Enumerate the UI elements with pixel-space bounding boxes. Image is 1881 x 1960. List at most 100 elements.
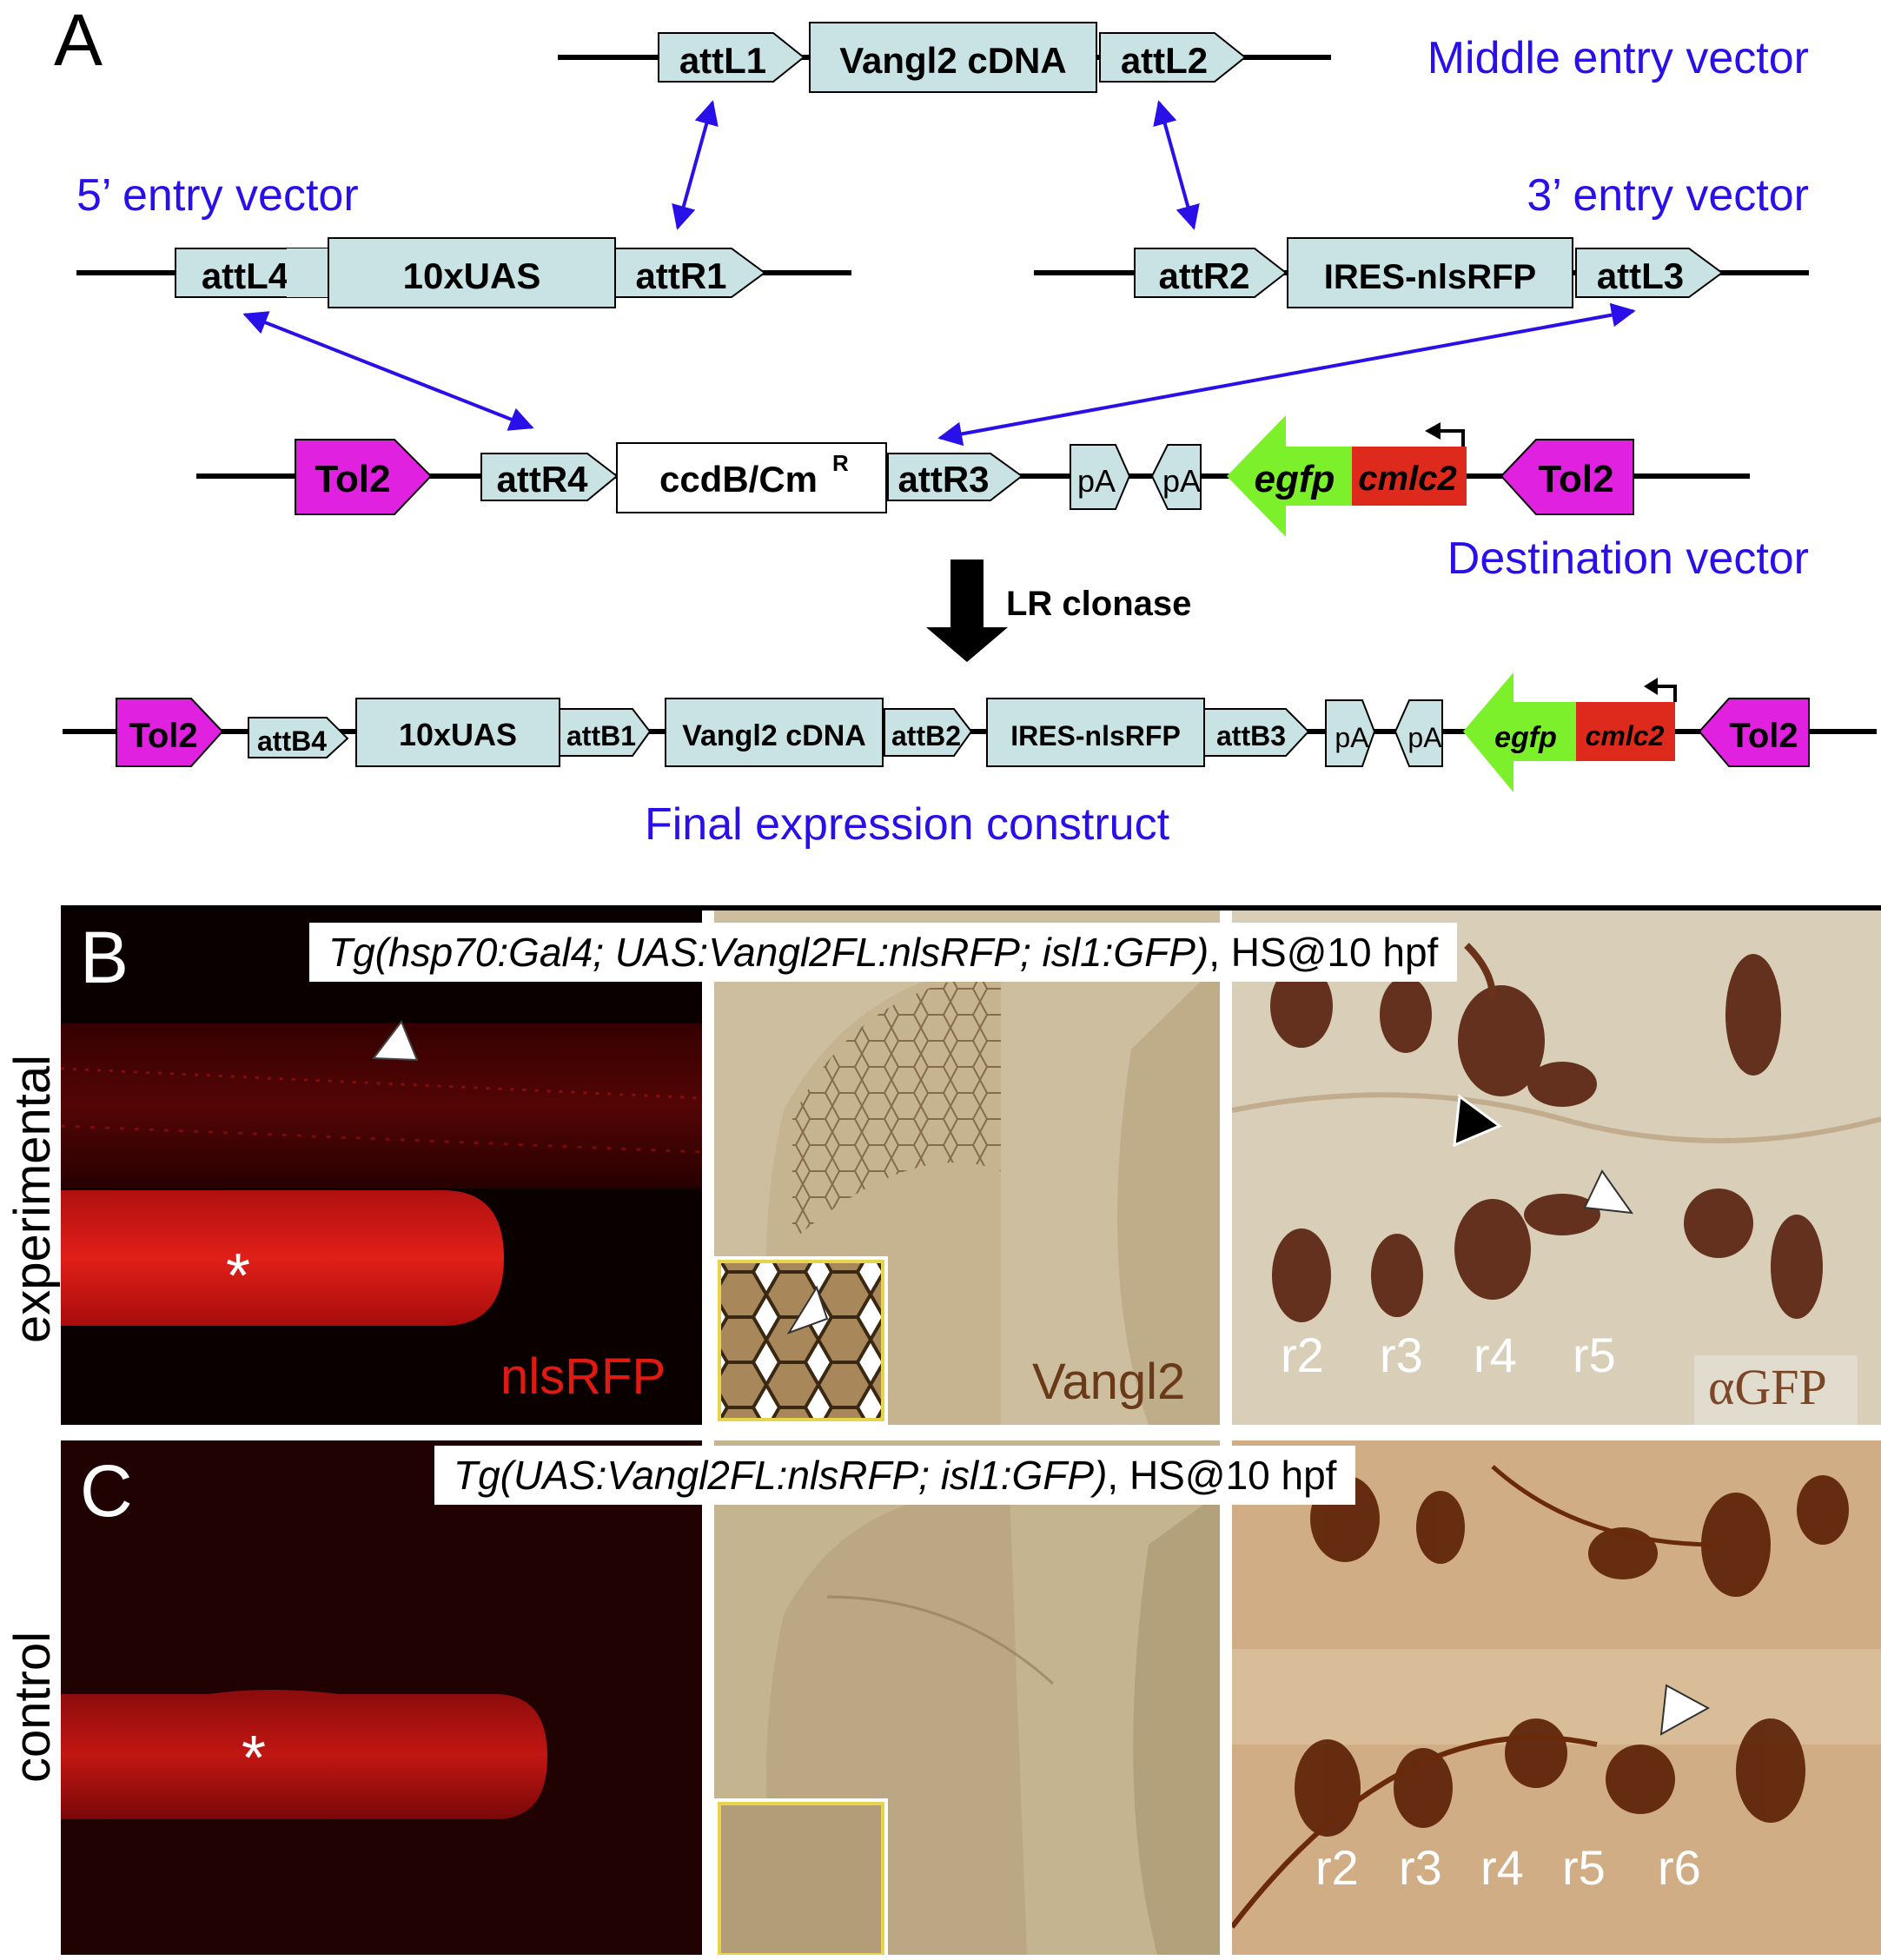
tol2-box (116, 698, 224, 767)
att-box (1134, 248, 1288, 298)
lr-clonase-arrow: LR clonase (926, 560, 1191, 662)
final-construct-title: Final expression construct (645, 799, 1170, 850)
vangl2-image-control (714, 1440, 1220, 1955)
promoter-arrowhead-icon (1644, 678, 1658, 695)
promoter-arrow-icon (1654, 685, 1677, 702)
mid-part-1: Vangl2 cDNA (839, 40, 1066, 81)
cm-superscript: R (832, 450, 849, 476)
att-box (614, 248, 766, 298)
agfp-label: αGFP (1708, 1359, 1827, 1415)
three-part-2: attL3 (1597, 255, 1684, 296)
rhombomere-label: r5 (1573, 1328, 1616, 1382)
gene-box (1287, 237, 1573, 308)
promoter-arrowhead-icon (1425, 422, 1441, 440)
final-part-9: pA (1407, 722, 1442, 753)
egfp-arrow (1227, 415, 1352, 537)
dest-part-1: attR4 (496, 459, 588, 500)
final-part-12: Tol2 (1729, 717, 1798, 755)
att-box (248, 717, 349, 758)
promoter-box (355, 698, 560, 767)
vangl2-label: Vangl2 (1032, 1354, 1186, 1410)
panel-c-condition: , HS@10 hpf (1107, 1453, 1337, 1498)
mid-part-2: attL2 (1121, 40, 1208, 81)
dest-part-2: ccdB/Cm (659, 459, 818, 500)
arrowhead-marker (1453, 1094, 1503, 1148)
gene-box (809, 22, 1097, 93)
final-part-0: Tol2 (129, 717, 197, 755)
arrowhead-marker (1583, 1169, 1634, 1215)
promoter-box (328, 237, 616, 308)
panel-b-caption: Tg(hsp70:Gal4; UAS:Vangl2FL:nlsRFP; isl1… (309, 923, 1458, 982)
five-prime-entry-title: 5’ entry vector (76, 170, 359, 221)
gene-box (986, 698, 1205, 767)
att-box (559, 708, 652, 757)
tol2-box (1698, 698, 1810, 767)
lr-clonase-label: LR clonase (1006, 585, 1191, 623)
final-part-3: attB1 (566, 720, 636, 752)
nlsrfp-image-control: * (61, 1440, 702, 1955)
destination-title: Destination vector (1447, 533, 1809, 584)
panel-divider (61, 905, 1881, 910)
rhombomere-label: r3 (1399, 1840, 1442, 1895)
five-part-0: attL4 (202, 255, 289, 296)
panel-a-diagram: attL1 Vangl2 cDNA attL2 attL4 10xUAS att… (63, 22, 1877, 850)
pa-box (1070, 444, 1131, 510)
gene-box (665, 698, 884, 767)
panel-b-genotype: Tg(hsp70:Gal4; UAS:Vangl2FL:nlsRFP; isl1… (328, 930, 1209, 975)
panel-b-label: B (80, 917, 129, 998)
middle-entry-title: Middle entry vector (1427, 33, 1809, 83)
destination-vector: Tol2 attR4 ccdB/Cm R attR3 pA pA egfp cm… (196, 415, 1750, 537)
three-prime-entry-vector: attR2 IRES-nlsRFP attL3 (1034, 237, 1809, 308)
final-part-7: attB3 (1216, 720, 1286, 752)
rhombomere-label: r6 (1658, 1840, 1701, 1895)
att-tip (287, 248, 328, 297)
att-box (480, 453, 619, 501)
final-part-5: attB2 (891, 720, 961, 752)
promoter-arrow-icon (1435, 429, 1465, 447)
pa-box (1325, 699, 1376, 767)
rhombomere-label: r3 (1380, 1328, 1423, 1382)
five-part-1: 10xUAS (403, 255, 541, 296)
middle-entry-vector: attL1 Vangl2 cDNA attL2 (558, 22, 1331, 93)
dest-part-3: attR3 (897, 459, 989, 500)
nlsrfp-label: nlsRFP (500, 1348, 666, 1405)
final-part-1: attB4 (257, 725, 327, 757)
panel-b-condition: , HS@10 hpf (1209, 930, 1439, 975)
tol2-box (1500, 439, 1634, 515)
rhombomere-label: r2 (1315, 1840, 1359, 1895)
panel-c-label: C (80, 1450, 133, 1532)
att-box (887, 453, 1023, 501)
agfp-image-control: r2 r3 r4 r5 r6 (1232, 1440, 1881, 1955)
ccdb-box (616, 442, 887, 513)
three-prime-entry-title: 3’ entry vector (1527, 170, 1809, 221)
asterisk-marker: * (242, 1724, 267, 1793)
recombination-arrows (242, 100, 1636, 447)
cmlc2-box (1576, 702, 1675, 761)
dest-part-4: pA (1077, 463, 1116, 499)
att-box (658, 32, 805, 83)
panel-c-caption: Tg(UAS:Vangl2FL:nlsRFP; isl1:GFP), HS@10… (434, 1446, 1356, 1505)
final-part-4: Vangl2 cDNA (682, 719, 866, 752)
nlsrfp-image-experimental: * nlsRFP (61, 910, 702, 1425)
panel-a-label: A (54, 0, 103, 81)
final-part-10: egfp (1494, 721, 1557, 754)
final-construct: Tol2 attB4 10xUAS attB1 Vangl2 cDNA attB… (63, 672, 1877, 792)
final-part-8: pA (1335, 722, 1369, 753)
att-box (1099, 32, 1247, 83)
mid-part-0: attL1 (679, 40, 766, 81)
cmlc2-box (1352, 447, 1467, 506)
three-part-0: attR2 (1158, 255, 1249, 296)
dest-part-6: egfp (1255, 458, 1335, 500)
row-label-control: control (4, 1631, 61, 1783)
arrowhead-marker (372, 1020, 419, 1062)
final-part-6: IRES-nlsRFP (1010, 720, 1181, 752)
rhombomere-label: r4 (1480, 1840, 1524, 1895)
pa-box (1150, 444, 1202, 510)
rhombomere-label: r4 (1474, 1328, 1517, 1382)
final-part-2: 10xUAS (399, 717, 517, 752)
egfp-arrow (1463, 672, 1576, 792)
rhombomere-label: r2 (1281, 1328, 1324, 1382)
panel-c-genotype: Tg(UAS:Vangl2FL:nlsRFP; isl1:GFP) (454, 1453, 1108, 1498)
tol2-box (295, 439, 433, 515)
